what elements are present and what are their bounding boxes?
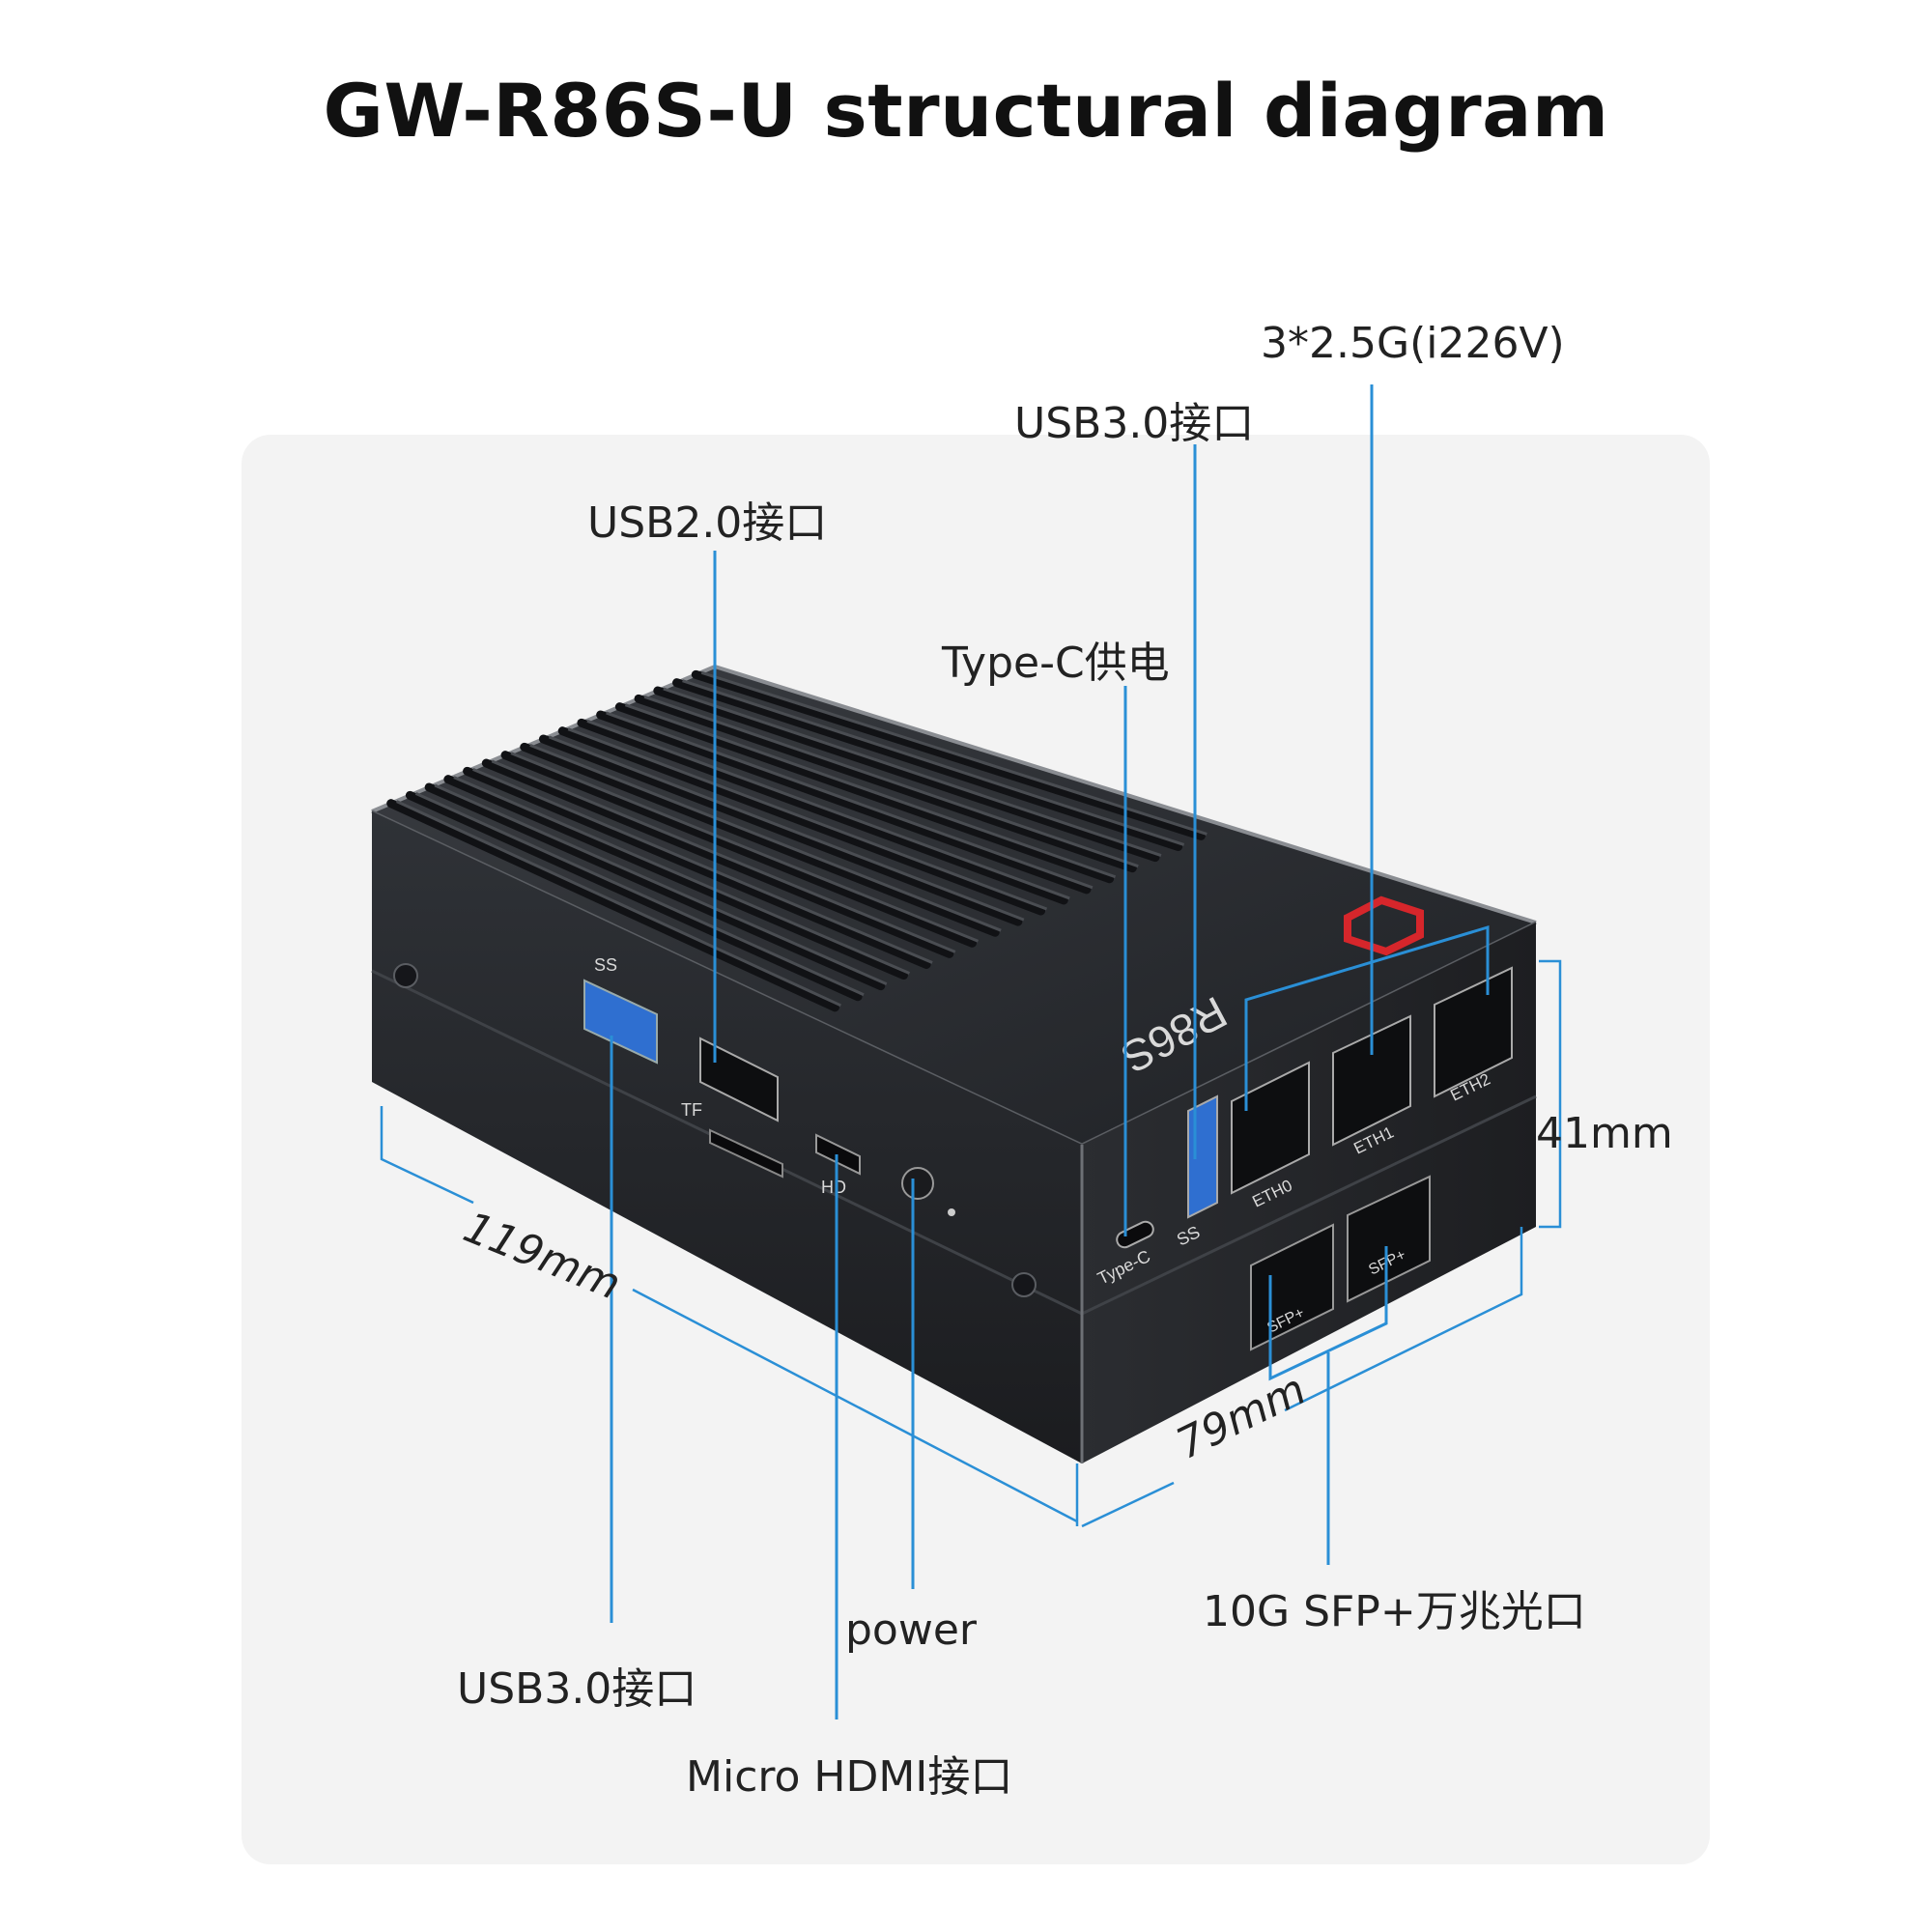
- usb3-front-port: [583, 979, 658, 1065]
- dim-width: [1081, 1481, 1175, 1528]
- screw-right: [1011, 1272, 1037, 1297]
- fin-highlight: [682, 679, 1185, 846]
- fin-highlight: [624, 703, 1117, 879]
- usb3-side-port: [1187, 1094, 1218, 1219]
- eth0-port: [1231, 1061, 1310, 1195]
- fin-highlight: [548, 735, 1025, 922]
- dimension-lines: [380, 959, 1562, 1528]
- tf-label: TF: [681, 1100, 702, 1120]
- fin-groove: [557, 726, 1046, 916]
- heatsink-fins: [386, 669, 1208, 1012]
- typec-port: [1116, 1220, 1154, 1249]
- tf-slot: [709, 1128, 783, 1179]
- screw-left: [393, 963, 418, 988]
- fin-highlight: [453, 776, 911, 975]
- fin-highlight: [414, 791, 865, 997]
- fin-highlight: [586, 719, 1070, 900]
- fin-highlight: [472, 767, 933, 964]
- fin-groove: [577, 718, 1068, 905]
- fin-groove: [500, 751, 977, 948]
- eth2-port: [1434, 966, 1513, 1098]
- fin-groove: [520, 742, 1000, 937]
- label-micro-hdmi: Micro HDMI接口: [686, 1752, 1013, 1802]
- fin-groove: [481, 758, 954, 958]
- fin-groove: [691, 669, 1206, 840]
- fin-groove: [463, 766, 931, 969]
- status-led: [948, 1208, 955, 1216]
- label-usb3-top: USB3.0接口: [1014, 399, 1255, 448]
- leader-lines: [610, 384, 1490, 1719]
- brand-logo: [1344, 895, 1424, 956]
- fin-highlight: [643, 695, 1139, 868]
- fin-groove: [386, 799, 839, 1012]
- usb2-port: [699, 1037, 779, 1122]
- hd-label: HD: [821, 1178, 846, 1197]
- diagram-title: GW-R86S-U structural diagram: [323, 68, 1609, 154]
- fin-highlight: [396, 800, 842, 1008]
- label-typec-power: Type-C供电: [942, 639, 1170, 688]
- fin-highlight: [567, 727, 1048, 911]
- leader-sfp: [1268, 1246, 1388, 1381]
- fin-highlight: [606, 711, 1094, 890]
- fin-groove: [539, 734, 1023, 926]
- fin-groove: [596, 710, 1092, 895]
- dim-label-height: 41mm: [1536, 1109, 1673, 1158]
- fin-groove: [614, 702, 1115, 884]
- case-side-face: [1082, 923, 1536, 1463]
- leader-lan-branch: [1244, 924, 1490, 1111]
- power-button: [901, 1167, 934, 1200]
- sfp-port-b: [1347, 1175, 1431, 1303]
- label-usb3-front: USB3.0接口: [457, 1664, 697, 1714]
- dim-height: [1539, 959, 1562, 1229]
- label-lan-ports: 3*2.5G(i226V): [1261, 319, 1565, 368]
- fin-highlight: [529, 743, 1002, 932]
- fin-highlight: [700, 670, 1208, 836]
- eth1-port: [1332, 1014, 1411, 1147]
- fin-groove: [443, 775, 908, 980]
- fin-groove: [672, 678, 1183, 851]
- fin-highlight: [510, 752, 980, 943]
- label-power: power: [845, 1605, 977, 1655]
- fin-groove: [653, 686, 1160, 863]
- ss-front-label: SS: [594, 955, 617, 975]
- label-usb2: USB2.0接口: [587, 498, 828, 548]
- label-sfp: 10G SFP+万兆光口: [1203, 1587, 1586, 1636]
- fin-groove: [634, 694, 1137, 873]
- dim-length: [380, 1106, 474, 1205]
- fin-groove: [424, 782, 886, 991]
- fin-highlight: [434, 783, 888, 986]
- fin-highlight: [491, 759, 956, 953]
- fin-highlight: [663, 687, 1162, 857]
- fin-groove: [405, 790, 863, 1002]
